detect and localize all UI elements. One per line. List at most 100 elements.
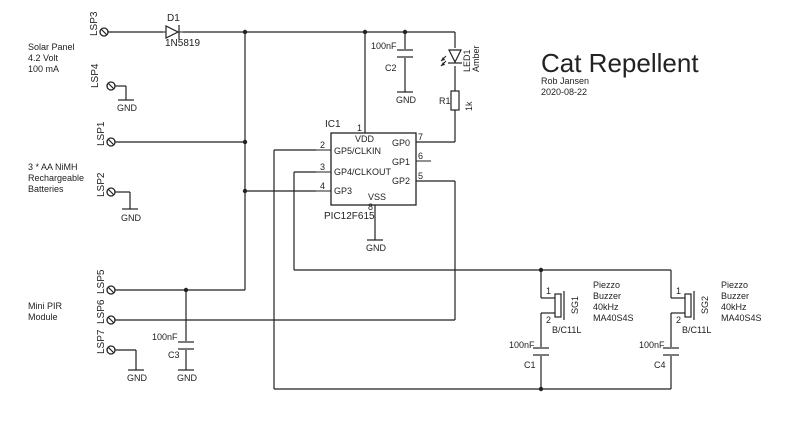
- ic-pin-name: GP5/CLKIN: [334, 146, 381, 156]
- ground-label: GND: [121, 213, 142, 223]
- buzzer-pin-number: 1: [676, 286, 681, 296]
- buzzer-desc-line: Buzzer: [593, 291, 621, 301]
- connector-lsp3: LSP3: [89, 11, 109, 37]
- ground-label: GND: [366, 243, 387, 253]
- diode-value: 1N5819: [165, 38, 200, 49]
- capacitor-c2: 100nF C2: [371, 41, 413, 73]
- ic-pin-name: GP2: [392, 176, 410, 186]
- capacitor-ref: C3: [168, 350, 180, 360]
- buzzer-ref: SG2: [700, 296, 710, 314]
- capacitor-value: 100nF: [639, 340, 665, 350]
- buzzer-desc-line: Piezzo: [721, 280, 748, 290]
- ground-label: GND: [117, 103, 138, 113]
- ic-pin-name: GP1: [392, 157, 410, 167]
- battery-note: 3 * AA NiMH Rechargeable Batteries: [28, 162, 84, 194]
- buzzer-ref: SG1: [570, 296, 580, 314]
- ic-pin-number: 7: [418, 132, 423, 142]
- connector-label-lsp1: LSP1: [96, 121, 107, 146]
- led-led1: LED1 Amber: [440, 45, 481, 72]
- capacitor-c1: 100nF C1: [509, 340, 549, 370]
- ic-pin-name: VSS: [368, 192, 386, 202]
- diode-symbol-icon: [165, 25, 180, 39]
- connector-lsp4: LSP4: [90, 63, 116, 91]
- solar-note-line: Solar Panel: [28, 42, 75, 52]
- ground-label: GND: [177, 373, 198, 383]
- connector-label-lsp3: LSP3: [89, 11, 100, 36]
- resistor-r1: R1 1k: [439, 90, 474, 111]
- battery-note-line: 3 * AA NiMH: [28, 162, 78, 172]
- connector-lsp6: LSP6: [96, 299, 116, 325]
- connector-lsp2: LSP2: [96, 172, 116, 197]
- ic-body: [330, 132, 417, 206]
- capacitor-value: 100nF: [509, 340, 535, 350]
- connector-label-lsp4: LSP4: [90, 63, 101, 88]
- ic-pic12f615: IC1 PIC12F615 VDD GP5/CLKIN GP4/CLKOUT G…: [316, 119, 431, 222]
- buzzer-desc-line: 40kHz: [593, 302, 619, 312]
- capacitor-ref: C1: [524, 360, 536, 370]
- ic-part: PIC12F615: [324, 211, 375, 222]
- ic-pin-name: GP4/CLKOUT: [334, 167, 392, 177]
- buzzer-desc-line: Buzzer: [721, 291, 749, 301]
- led-ref: LED1: [462, 49, 472, 72]
- connector-label-lsp5: LSP5: [96, 269, 107, 294]
- ground-symbol: GND: [117, 99, 138, 113]
- ground-symbol: GND: [121, 208, 142, 223]
- ground-symbol: GND: [366, 239, 387, 253]
- ic-pin-name: GP0: [392, 138, 410, 148]
- resistor-ref: R1: [439, 96, 451, 106]
- ground-symbol: GND: [396, 91, 417, 105]
- buzzer-sg1: 1 2 SG1 Piezzo Buzzer 40kHz MA40S4S B/C1…: [541, 280, 634, 335]
- diode-d1: D1 1N5819: [163, 13, 200, 49]
- buzzer-desc-line: MA40S4S: [593, 313, 634, 323]
- solar-panel-note: Solar Panel 4.2 Volt 100 mA: [28, 42, 75, 74]
- capacitor-c4: 100nF C4: [639, 340, 679, 370]
- connector-label-lsp2: LSP2: [96, 172, 107, 197]
- author-label: Rob Jansen: [541, 76, 589, 86]
- battery-note-line: Rechargeable: [28, 173, 84, 183]
- resistor-value: 1k: [464, 101, 474, 111]
- ground-label: GND: [396, 95, 417, 105]
- ic-pin-number: 5: [418, 171, 423, 181]
- ic-pin-number: 1: [357, 123, 362, 133]
- buzzer-sg2: 1 2 SG2 Piezzo Buzzer 40kHz MA40S4S B/C1…: [671, 280, 762, 335]
- buzzer-pin-number: 1: [546, 286, 551, 296]
- connector-lsp7: LSP7: [96, 329, 116, 355]
- connector-label-lsp6: LSP6: [96, 299, 107, 324]
- wires: [107, 31, 672, 390]
- diode-ref: D1: [167, 13, 180, 24]
- buzzer-symbol-icon: [684, 293, 692, 318]
- connector-lsp1: LSP1: [96, 121, 116, 147]
- ic-pin-number: 4: [320, 181, 325, 191]
- buzzer-desc-line: 40kHz: [721, 302, 747, 312]
- ic-pin-number: 3: [320, 162, 325, 172]
- solar-note-line: 100 mA: [28, 64, 59, 74]
- schematic-title: Cat Repellent: [541, 48, 699, 78]
- solar-note-line: 4.2 Volt: [28, 53, 59, 63]
- ground-symbol: GND: [177, 369, 198, 383]
- resistor-symbol-icon: [450, 90, 460, 111]
- pir-note-line: Module: [28, 312, 58, 322]
- buzzer-pin-number: 2: [546, 315, 551, 325]
- buzzer-desc-line: Piezzo: [593, 280, 620, 290]
- junctions: [183, 29, 544, 392]
- ic-ref: IC1: [325, 119, 341, 130]
- ic-pin-number: 8: [368, 202, 373, 212]
- buzzer-footprint: B/C11L: [682, 325, 711, 335]
- capacitor-value: 100nF: [371, 41, 397, 51]
- battery-note-line: Batteries: [28, 184, 64, 194]
- capacitor-ref: C2: [385, 63, 397, 73]
- capacitor-ref: C4: [654, 360, 666, 370]
- capacitor-c3: 100nF C3: [152, 332, 194, 360]
- buzzer-footprint: B/C11L: [552, 325, 581, 335]
- ground-label: GND: [127, 373, 148, 383]
- ic-pin-name: VDD: [355, 134, 375, 144]
- pir-note-line: Mini PIR: [28, 301, 63, 311]
- ic-pin-number: 6: [418, 151, 423, 161]
- led-symbol-icon: [448, 49, 462, 64]
- connector-label-lsp7: LSP7: [96, 329, 107, 354]
- ic-pin-number: 2: [320, 140, 325, 150]
- pir-note: Mini PIR Module: [28, 301, 63, 322]
- date-label: 2020-08-22: [541, 87, 587, 97]
- led-value: Amber: [471, 45, 481, 72]
